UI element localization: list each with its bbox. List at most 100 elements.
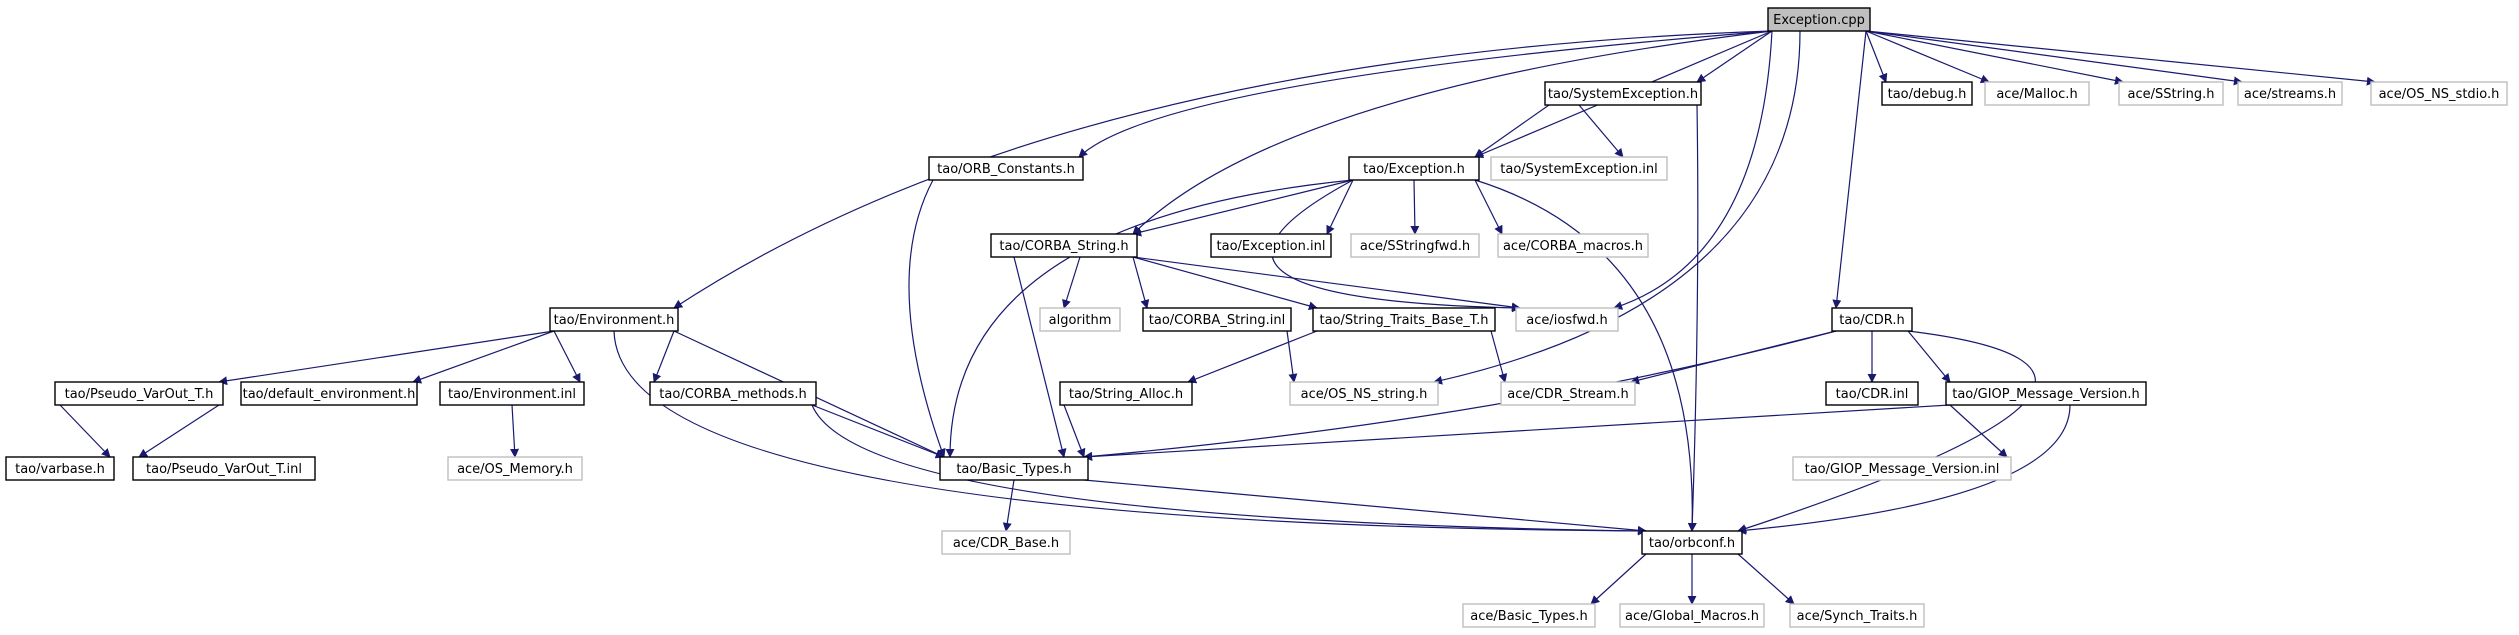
node-streams-h[interactable]: ace/streams.h: [2237, 81, 2343, 106]
edge-exception-cpp-to-malloc-h: [1865, 30, 1990, 84]
node-label: Exception.cpp: [1773, 13, 1865, 28]
node-label: tao/String_Alloc.h: [1069, 387, 1183, 402]
node-pseudo-varout-t-inl[interactable]: tao/Pseudo_VarOut_T.inl: [132, 456, 316, 481]
node-giop-message-version-h[interactable]: tao/GIOP_Message_Version.h: [1945, 381, 2147, 406]
node-box: [132, 456, 316, 481]
node-box: [54, 381, 224, 406]
node-label: ace/CDR_Base.h: [953, 536, 1059, 551]
node-label: tao/CORBA_String.h: [999, 239, 1128, 254]
node-sstringfwd-h[interactable]: ace/SStringfwd.h: [1350, 233, 1480, 258]
edge-string-traits-base-t-h-to-cdr-stream-h: [1490, 330, 1508, 383]
node-corba-macros-h[interactable]: ace/CORBA_macros.h: [1497, 233, 1649, 258]
node-label: tao/SystemException.h: [1548, 87, 1698, 102]
node-box: [2237, 81, 2343, 106]
node-cdr-h[interactable]: tao/CDR.h: [1831, 307, 1913, 332]
node-varbase-h[interactable]: tao/varbase.h: [5, 456, 115, 481]
node-synch-traits-h[interactable]: ace/Synch_Traits.h: [1789, 603, 1925, 628]
node-label: tao/CDR.h: [1839, 313, 1904, 328]
node-global-macros-h[interactable]: ace/Global_Macros.h: [1619, 603, 1765, 628]
edge-exception-cpp-to-iosfwd-h: [1613, 30, 1773, 310]
node-corba-string-inl[interactable]: tao/CORBA_String.inl: [1142, 307, 1292, 332]
edge-pseudo-varout-t-h-to-pseudo-varout-t-inl: [138, 404, 220, 458]
edge-string-alloc-h-to-basic-types-h-tao: [1063, 404, 1086, 458]
edge-basic-types-h-tao-to-cdr-base-h: [1002, 479, 1015, 532]
node-exception-h[interactable]: tao/Exception.h: [1348, 156, 1480, 181]
node-box: [1641, 530, 1743, 555]
node-box: [1312, 307, 1496, 332]
edge-exception-cpp-to-sstring-h: [1865, 30, 2124, 85]
edge-exception-h-to-sstringfwd-h: [1410, 179, 1420, 235]
node-cdr-stream-h[interactable]: ace/CDR_Stream.h: [1500, 381, 1636, 406]
node-label: ace/SString.h: [2128, 87, 2215, 102]
node-cdr-inl[interactable]: tao/CDR.inl: [1825, 381, 1919, 406]
node-box: [1881, 81, 1973, 106]
edge-corba-string-h-to-iosfwd-h: [1132, 256, 1521, 312]
node-malloc-h[interactable]: ace/Malloc.h: [1984, 81, 2090, 106]
node-box: [941, 530, 1071, 555]
node-box: [1792, 456, 2012, 481]
node-box: [939, 456, 1089, 481]
node-orb-constants-h[interactable]: tao/ORB_Constants.h: [928, 156, 1084, 181]
node-os-ns-stdio-h[interactable]: ace/OS_NS_stdio.h: [2370, 81, 2508, 106]
node-corba-methods-h[interactable]: tao/CORBA_methods.h: [649, 381, 817, 406]
edge-cdr-h-to-orbconf-h: [1737, 330, 2036, 533]
node-label: ace/Malloc.h: [1996, 87, 2077, 102]
edge-corba-string-h-to-algorithm: [1062, 256, 1081, 309]
node-sstring-h[interactable]: ace/SString.h: [2118, 81, 2224, 106]
edge-orbconf-h-to-synch-traits-h: [1737, 553, 1795, 605]
node-string-traits-base-t-h[interactable]: tao/String_Traits_Base_T.h: [1312, 307, 1496, 332]
edge-exception-cpp-to-corba-string-h: [1132, 30, 1773, 235]
node-basic-types-h-tao[interactable]: tao/Basic_Types.h: [939, 456, 1089, 481]
node-box: [1142, 307, 1292, 332]
node-label: tao/GIOP_Message_Version.h: [1952, 387, 2140, 402]
node-label: ace/Basic_Types.h: [1470, 609, 1587, 624]
node-label: ace/SStringfwd.h: [1360, 239, 1470, 254]
edge-exception-cpp-to-debug-h: [1865, 30, 1888, 83]
node-os-memory-h[interactable]: ace/OS_Memory.h: [447, 456, 583, 481]
node-box: [928, 156, 1084, 181]
node-box: [1767, 7, 1871, 32]
node-os-ns-string-h[interactable]: ace/OS_NS_string.h: [1289, 381, 1439, 406]
node-label: tao/Exception.inl: [1217, 239, 1326, 254]
edge-corba-methods-h-to-basic-types-h-tao: [811, 404, 945, 459]
node-label: ace/iosfwd.h: [1526, 313, 1607, 328]
node-label: tao/Pseudo_VarOut_T.h: [65, 387, 214, 402]
node-basic-types-h-ace[interactable]: ace/Basic_Types.h: [1462, 603, 1596, 628]
node-label: tao/GIOP_Message_Version.inl: [1805, 462, 2000, 477]
node-label: ace/OS_Memory.h: [457, 462, 573, 477]
edge-environment-h-to-environment-inl: [553, 330, 581, 383]
node-string-alloc-h[interactable]: tao/String_Alloc.h: [1059, 381, 1193, 406]
node-default-environment-h[interactable]: tao/default_environment.h: [240, 381, 418, 406]
node-corba-string-h[interactable]: tao/CORBA_String.h: [990, 233, 1138, 258]
edge-environment-h-to-pseudo-varout-t-h: [218, 330, 555, 386]
node-exception-cpp[interactable]: Exception.cpp: [1767, 7, 1871, 32]
node-label: tao/default_environment.h: [243, 387, 416, 402]
node-label: ace/Synch_Traits.h: [1797, 609, 1918, 624]
node-box: [549, 307, 679, 332]
node-box: [1825, 381, 1919, 406]
node-giop-message-version-inl[interactable]: tao/GIOP_Message_Version.inl: [1792, 456, 2012, 481]
node-systemexception-inl[interactable]: tao/SystemException.inl: [1490, 156, 1668, 181]
node-box: [1789, 603, 1925, 628]
node-box: [240, 381, 418, 406]
edge-cdr-h-to-basic-types-h-tao: [1083, 330, 1837, 461]
node-environment-inl[interactable]: tao/Environment.inl: [439, 381, 585, 406]
node-cdr-base-h[interactable]: ace/CDR_Base.h: [941, 530, 1071, 555]
node-algorithm[interactable]: algorithm: [1039, 307, 1121, 332]
edge-corba-string-h-to-corba-string-inl: [1132, 256, 1150, 309]
node-pseudo-varout-t-h[interactable]: tao/Pseudo_VarOut_T.h: [54, 381, 224, 406]
node-label: ace/streams.h: [2244, 87, 2336, 102]
edge-orbconf-h-to-basic-types-h-ace: [1590, 553, 1647, 605]
node-iosfwd-h[interactable]: ace/iosfwd.h: [1515, 307, 1619, 332]
node-systemexception-h[interactable]: tao/SystemException.h: [1544, 81, 1702, 106]
edge-exception-h-to-corba-macros-h: [1474, 179, 1503, 235]
node-box: [1059, 381, 1193, 406]
node-box: [447, 456, 583, 481]
node-exception-inl[interactable]: tao/Exception.inl: [1210, 233, 1332, 258]
node-environment-h[interactable]: tao/Environment.h: [549, 307, 679, 332]
node-debug-h[interactable]: tao/debug.h: [1881, 81, 1973, 106]
node-box: [1500, 381, 1636, 406]
node-box: [5, 456, 115, 481]
node-orbconf-h[interactable]: tao/orbconf.h: [1641, 530, 1743, 555]
edge-exception-cpp-to-streams-h: [1865, 30, 2243, 86]
